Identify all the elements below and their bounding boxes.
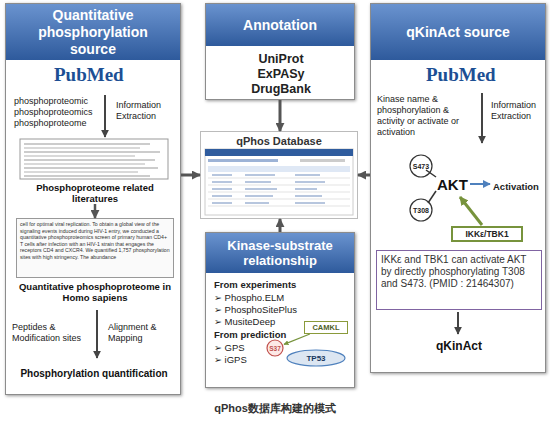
node-text: Quantitative phosphorylation source [6,4,180,60]
connector-arrow [279,219,282,232]
kinase-box: CAMKL [304,321,348,334]
node-text: CAMKL [305,322,347,333]
ellipse-shape [267,340,283,356]
node-text: Kinase-substrate relationship [206,233,354,273]
ellipse-shape [287,350,345,366]
node-text: IKKε/TBK1 [453,228,521,240]
source-panel: Quantitative phosphorylation sourcePhosp… [5,3,181,395]
literature-box: Phosphoproteome related literatures [21,140,169,204]
node-text: S473 [409,154,433,178]
node-text: Phosphoproteome related literatures [21,183,169,204]
result-label: Phosphorylation quantification [6,368,182,380]
node-body-text: ➢ MusiteDeep [214,316,275,327]
connector-arrow [358,174,370,177]
node-text: cell for optimal viral replication. To o… [16,218,174,278]
site-circle: S37 [266,339,284,357]
node-body-text: ➢ GPS [214,342,245,353]
ellipse-shape [410,155,432,177]
node-body-text: UniProt ExPASy DrugBank [241,52,321,97]
site-circle: T308 [409,198,433,222]
node-text: IKKε and TBK1 can activate AKT by direct… [377,251,541,293]
step-label: Alignment & Mapping [108,322,178,344]
node-body-text: ➢ PhosphoSitePlus [214,304,297,315]
protein-label: AKT [437,176,468,193]
node-text: qPhos Database [201,135,357,148]
step-label: Information Extraction [491,100,545,122]
substrate-ellipse: TP53 [286,349,346,367]
ellipse-shape [410,199,432,221]
node-text: TP53 [286,349,346,367]
figure-caption: qPhos数据库构建的模式 [0,401,550,415]
logo-text: PubMed [54,64,124,86]
node-body-text: ➢ iGPS [214,354,247,365]
annotation-panel: AnnotationUniProt ExPASy DrugBank [205,3,355,100]
node-body-text: From experiments [214,279,296,290]
kinase-box: IKKε/TBK1 [451,226,523,242]
abstract-box: cell for optimal viral replication. To o… [16,218,174,308]
connector-arrow [279,100,282,131]
node-body-text: From prediction [214,329,286,340]
activation-label: Activation [493,181,539,192]
node-body-text: ➢ Phospho.ELM [214,292,284,303]
qkinact-panel: qKinAct sourceS473T308IKKε/TBK1IKKε and … [370,3,546,373]
node-text: T308 [409,198,433,222]
keyword-list: phosphoproteomic phosphoproteomics phosp… [14,96,104,129]
site-circle: S473 [409,154,433,178]
evidence-box: IKKε and TBK1 can activate AKT by direct… [376,250,542,310]
keyword-list: Kinase name & phosphorylation & activity… [377,94,479,138]
step-label: Peptides & Modification sites [12,322,98,344]
database-box: qPhos Database [200,131,358,219]
step-label: Information Extraction [116,100,178,122]
logo-text: PubMed [426,64,496,86]
kinase-panel: Kinase-substrate relationshipFrom experi… [205,232,355,388]
node-body-text: Quantitative phosphoproteome in Homo sap… [16,281,174,303]
result-label: qKinAct [371,339,547,353]
node-text: qKinAct source [371,4,545,60]
connector-arrow [181,174,200,177]
node-text: S37 [266,339,284,357]
node-text: Annotation [206,4,354,46]
